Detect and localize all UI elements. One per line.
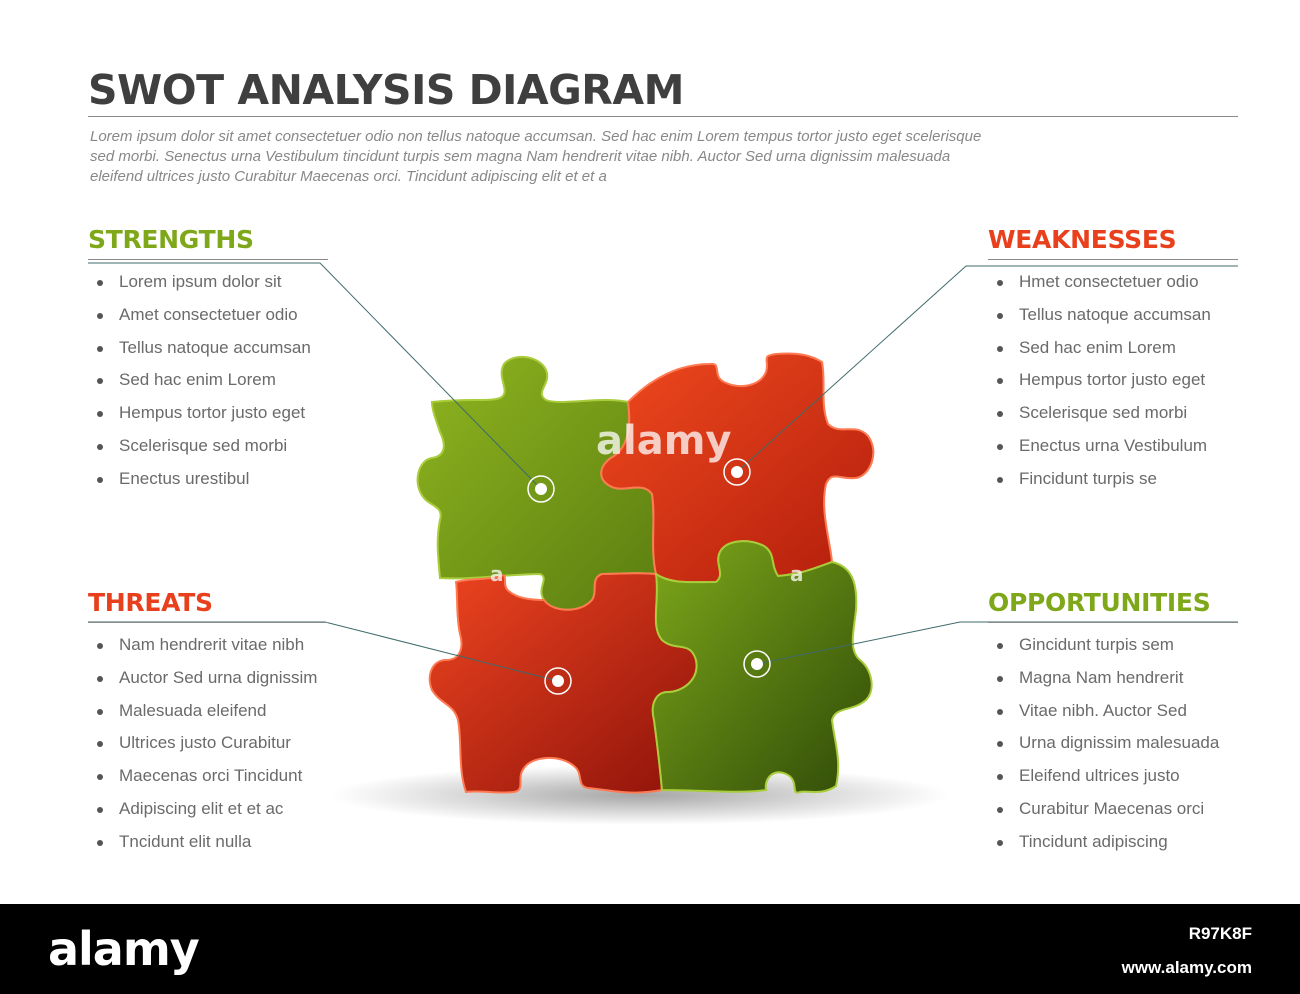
threats-heading: THREATS: [88, 588, 213, 617]
list-item: Sed hac enim Lorem: [88, 364, 328, 397]
list-item: Maecenas orci Tincidunt: [88, 760, 328, 793]
list-item: Hempus tortor justo eget: [88, 397, 328, 430]
list-item: Fincidunt turpis se: [988, 463, 1238, 496]
list-item: Tncidunt elit nulla: [88, 826, 328, 859]
opportunities-heading: OPPORTUNITIES: [988, 588, 1211, 617]
list-item: Auctor Sed urna dignissim: [88, 662, 328, 695]
list-item: Tellus natoque accumsan: [988, 299, 1238, 332]
threats-section: THREATS Nam hendrerit vitae nibh Auctor …: [88, 587, 328, 859]
watermark-footer: alamy R97K8F www.alamy.com: [0, 904, 1300, 994]
watermark-url: www.alamy.com: [1121, 958, 1252, 977]
list-item: Scelerisque sed morbi: [988, 397, 1238, 430]
strengths-marker: [527, 475, 555, 503]
threats-marker: [544, 667, 572, 695]
strengths-connector: [88, 262, 542, 490]
list-item: Vitae nibh. Auctor Sed: [988, 695, 1238, 728]
weaknesses-connector: [736, 265, 1238, 473]
list-item: Eleifend ultrices justo: [988, 760, 1238, 793]
watermark-brand-logo: alamy: [48, 922, 200, 976]
list-item: Gincidunt turpis sem: [988, 629, 1238, 662]
list-item: Malesuada eleifend: [88, 695, 328, 728]
intro-paragraph: Lorem ipsum dolor sit amet consectetuer …: [90, 128, 982, 185]
strengths-list: Lorem ipsum dolor sit Amet consectetuer …: [88, 266, 328, 496]
weaknesses-heading: WEAKNESSES: [988, 225, 1177, 254]
watermark-small-a-left: a: [490, 562, 504, 586]
list-item: Tincidunt adipiscing: [988, 826, 1238, 859]
list-item: Ultrices justo Curabitur: [88, 727, 328, 760]
list-item: Magna Nam hendrerit: [988, 662, 1238, 695]
weaknesses-marker: [723, 458, 751, 486]
list-item: Enectus urna Vestibulum: [988, 430, 1238, 463]
strengths-heading: STRENGTHS: [88, 225, 254, 254]
watermark-center: alamy: [596, 418, 732, 464]
list-item: Sed hac enim Lorem: [988, 332, 1238, 365]
weaknesses-section: WEAKNESSES Hmet consectetuer odio Tellus…: [988, 224, 1238, 496]
swot-page: SWOT ANALYSIS DIAGRAM Lorem ipsum dolor …: [88, 66, 1238, 859]
weaknesses-divider: [988, 259, 1238, 260]
list-item: Nam hendrerit vitae nibh: [88, 629, 328, 662]
list-item: Tellus natoque accumsan: [88, 332, 328, 365]
strengths-section: STRENGTHS Lorem ipsum dolor sit Amet con…: [88, 224, 328, 496]
watermark-small-a-right: a: [790, 562, 804, 586]
page-title: SWOT ANALYSIS DIAGRAM: [88, 66, 684, 114]
threats-list: Nam hendrerit vitae nibh Auctor Sed urna…: [88, 629, 328, 859]
strengths-divider: [88, 259, 328, 260]
list-item: Curabitur Maecenas orci: [988, 793, 1238, 826]
list-item: Urna dignissim malesuada: [988, 727, 1238, 760]
watermark-image-id: R97K8F: [1188, 924, 1252, 943]
threats-divider: [88, 622, 328, 623]
opportunities-divider: [988, 622, 1238, 623]
list-item: Scelerisque sed morbi: [88, 430, 328, 463]
title-divider: [88, 116, 1238, 117]
list-item: Hempus tortor justo eget: [988, 364, 1238, 397]
list-item: Enectus urestibul: [88, 463, 328, 496]
list-item: Hmet consectetuer odio: [988, 266, 1238, 299]
opportunities-list: Gincidunt turpis sem Magna Nam hendrerit…: [988, 629, 1238, 859]
list-item: Adipiscing elit et et ac: [88, 793, 328, 826]
opportunities-section: OPPORTUNITIES Gincidunt turpis sem Magna…: [988, 587, 1238, 859]
list-item: Lorem ipsum dolor sit: [88, 266, 328, 299]
list-item: Amet consectetuer odio: [88, 299, 328, 332]
opportunities-marker: [743, 650, 771, 678]
weaknesses-list: Hmet consectetuer odio Tellus natoque ac…: [988, 266, 1238, 496]
